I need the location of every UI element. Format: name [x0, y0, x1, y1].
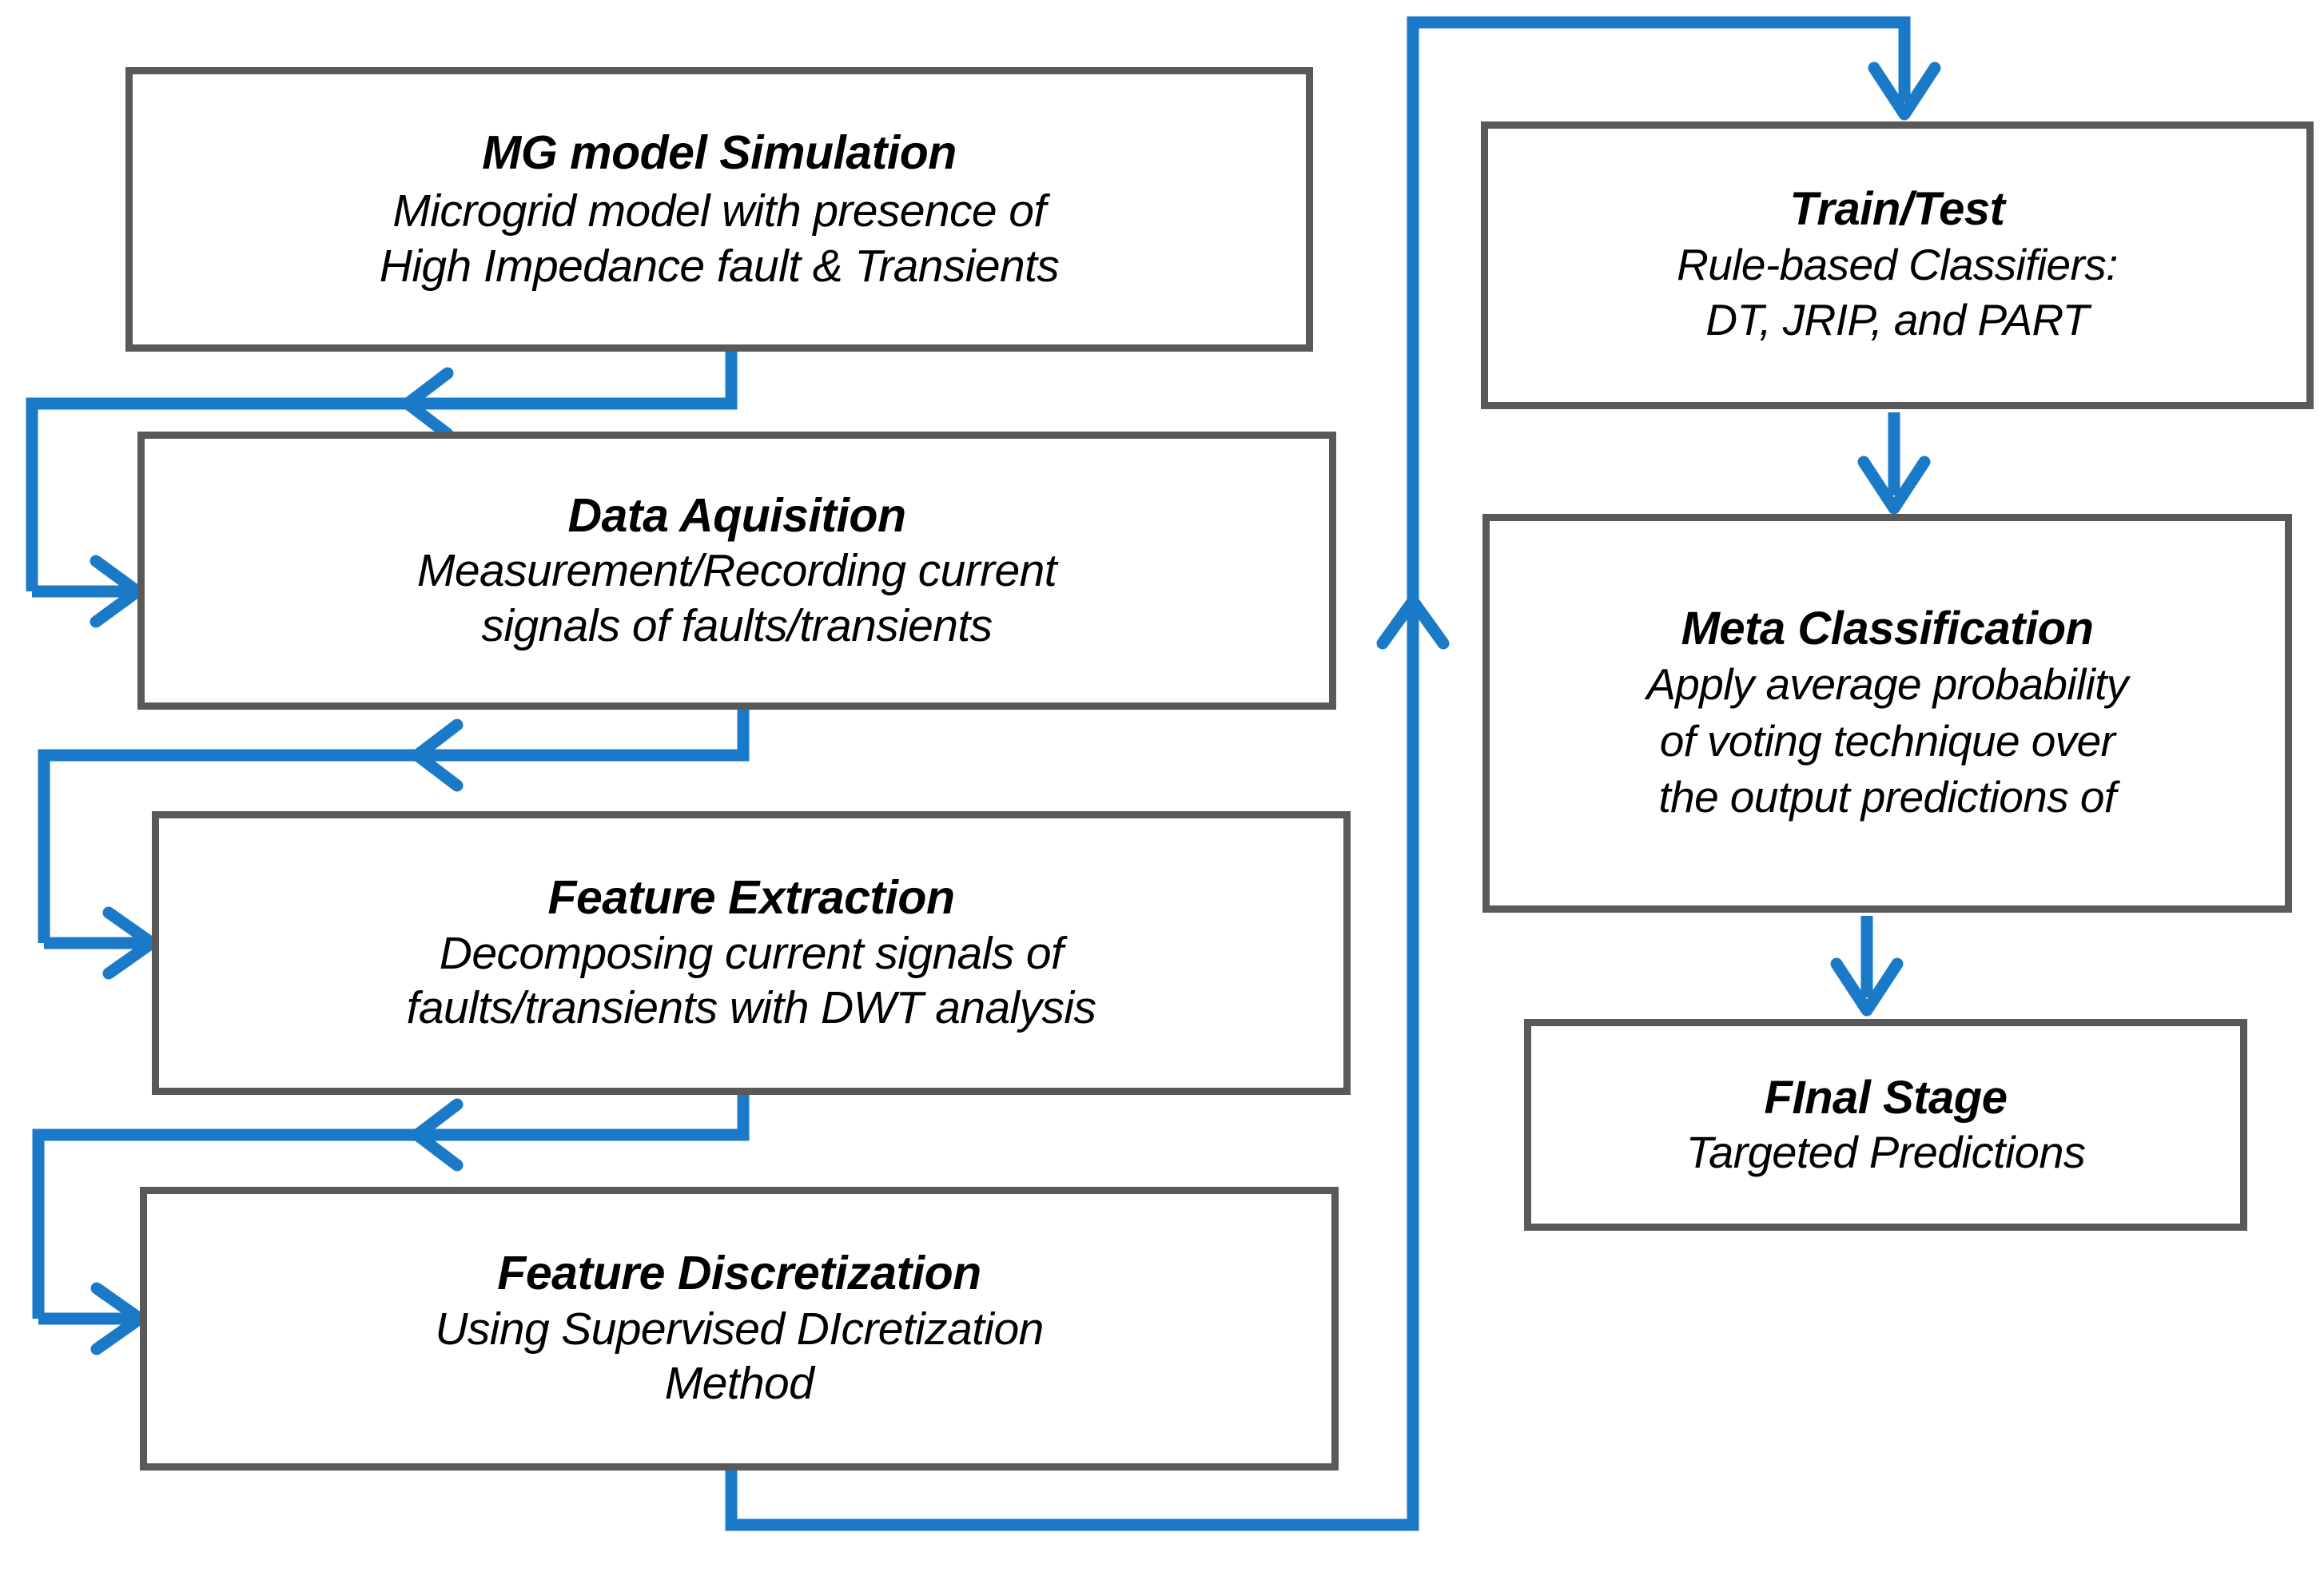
- node-title: Feature Discretization: [497, 1247, 981, 1300]
- node-body-line: signals of faults/transients: [481, 599, 993, 651]
- connector-meta-to-final: [1830, 916, 1904, 1017]
- node-body-line: High Impedance fault & Transients: [379, 240, 1060, 292]
- node-title: FInal Stage: [1764, 1071, 2008, 1124]
- node-body-line: Method: [664, 1358, 814, 1410]
- node-title: Train/Test: [1789, 183, 2005, 236]
- node-title: Meta Classification: [1681, 602, 2094, 655]
- node-title: Feature Extraction: [547, 871, 955, 925]
- node-train-test[interactable]: Train/Test Rule-based Classifiers: DT, J…: [1481, 121, 2314, 409]
- node-body-line: Targeted Predictions: [1685, 1127, 2086, 1178]
- node-body-line: Using Supervised DIcretization: [435, 1303, 1044, 1355]
- node-data-aquisition[interactable]: Data Aquisition Measurement/Recording cu…: [137, 432, 1336, 710]
- node-feature-discretization[interactable]: Feature Discretization Using Supervised …: [140, 1187, 1339, 1471]
- node-title: MG model Simulation: [482, 125, 957, 179]
- node-final-stage[interactable]: FInal Stage Targeted Predictions: [1524, 1019, 2247, 1231]
- node-body-line: DT, JRIP, and PART: [1705, 295, 2089, 345]
- node-mg-model-simulation[interactable]: MG model Simulation Microgrid model with…: [125, 67, 1313, 352]
- node-body-line: of voting technique over: [1659, 715, 2115, 766]
- node-feature-extraction[interactable]: Feature Extraction Decomposing current s…: [152, 811, 1351, 1095]
- connector-train-to-meta: [1857, 412, 1931, 515]
- node-body-line: Microgrid model with presence of: [392, 185, 1046, 237]
- node-title: Data Aquisition: [567, 488, 907, 542]
- node-body-line: the output predictions of: [1658, 771, 2116, 822]
- node-body-line: Decomposing current signals of: [439, 927, 1064, 979]
- node-meta-classification[interactable]: Meta Classification Apply average probab…: [1482, 514, 2292, 913]
- node-body-line: Rule-based Classifiers:: [1677, 239, 2118, 289]
- node-body-line: faults/transients with DWT analysis: [406, 982, 1096, 1034]
- node-body-line: Measurement/Recording current: [417, 545, 1057, 597]
- node-body-line: Apply average probability: [1646, 659, 2128, 710]
